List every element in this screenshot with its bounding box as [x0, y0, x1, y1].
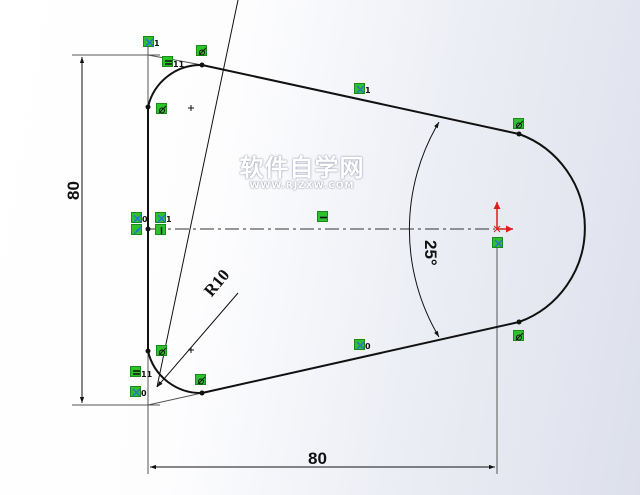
bottom-slanted-line	[201, 321, 520, 394]
angle-dimension-label[interactable]: 25°	[421, 240, 440, 266]
equal-relation-icon[interactable]	[130, 366, 141, 377]
tangent-relation-icon[interactable]	[513, 330, 524, 341]
equal-relation-icon[interactable]	[162, 56, 173, 67]
midpoint-relation-icon[interactable]	[131, 224, 142, 235]
angle-dimension[interactable]	[408, 121, 440, 338]
top-slanted-line	[201, 64, 520, 135]
sketch-profile[interactable]	[147, 63, 586, 395]
vertical-relation-icon[interactable]	[155, 224, 166, 235]
origin-icon	[493, 202, 513, 233]
right-arc	[518, 133, 586, 323]
coincident-relation-icon[interactable]	[354, 83, 365, 94]
sketch-points[interactable]	[145, 62, 522, 396]
height-dimension-label[interactable]: 80	[64, 181, 83, 200]
top-left-fillet	[147, 63, 203, 108]
tangent-relation-icon[interactable]	[156, 103, 167, 114]
coincident-relation-icon[interactable]	[354, 339, 365, 350]
coincident-relation-icon[interactable]	[143, 36, 154, 47]
coincident-relation-icon[interactable]	[131, 212, 142, 223]
bottom-left-fillet	[147, 350, 203, 395]
watermark-title: 软件自学网	[239, 154, 365, 182]
horizontal-relation-icon[interactable]	[317, 211, 328, 222]
coincident-relation-icon[interactable]	[155, 212, 166, 223]
width-dimension-label[interactable]: 80	[308, 449, 327, 468]
tangent-relation-icon[interactable]	[513, 118, 524, 129]
watermark-url: WWW.RJZXW.COM	[249, 181, 355, 191]
tangent-relation-icon[interactable]	[156, 345, 167, 356]
coincident-origin-relation-icon[interactable]	[492, 237, 503, 248]
coincident-relation-icon[interactable]	[130, 386, 141, 397]
radius-dimension[interactable]	[156, 0, 239, 388]
tangent-relation-icon[interactable]	[196, 45, 207, 56]
watermark: 软件自学网 WWW.RJZXW.COM	[232, 148, 372, 191]
tangent-relation-icon[interactable]	[195, 374, 206, 385]
